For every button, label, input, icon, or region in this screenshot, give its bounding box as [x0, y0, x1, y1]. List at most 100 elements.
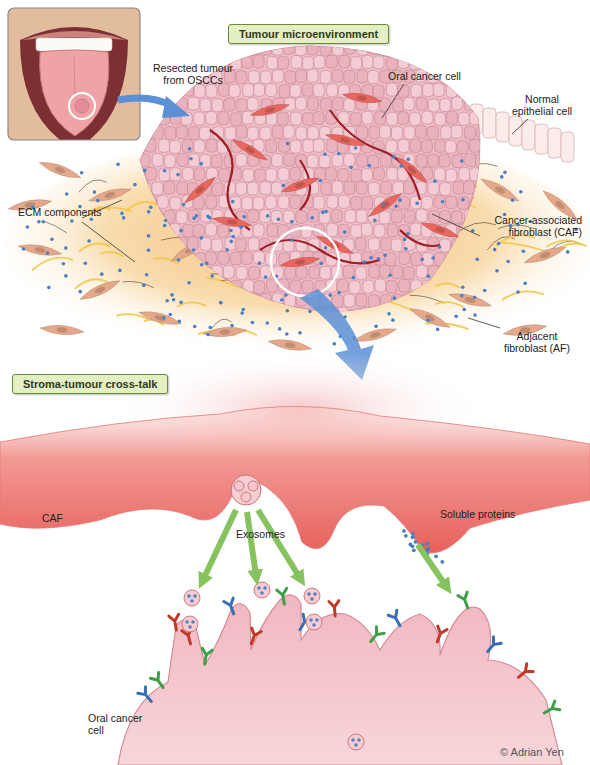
tumour-cell	[338, 169, 349, 182]
cell-nucleus	[195, 185, 206, 195]
tumour-cell	[380, 154, 391, 167]
tumour-cell	[356, 294, 367, 307]
tumour-cell	[206, 111, 217, 124]
cell-body	[325, 131, 366, 149]
soluble-factor	[367, 164, 371, 168]
tumour-cell	[482, 280, 493, 293]
tumour-cell	[195, 309, 206, 322]
soluble-factor	[319, 262, 323, 266]
tumour-cell	[357, 70, 368, 83]
cell-nucleus	[104, 191, 116, 199]
receptor	[224, 598, 239, 616]
tumour-cell	[392, 42, 403, 55]
soluble-factor	[391, 318, 395, 322]
exosome-bud	[231, 475, 261, 505]
tumour-cell	[356, 181, 367, 194]
exosome-membrane	[306, 614, 322, 630]
tumour-cell	[249, 266, 260, 279]
tumour-cell	[482, 308, 493, 321]
soluble-factor	[516, 290, 520, 294]
adjacent-fibroblast	[40, 324, 85, 337]
mouth-inset	[8, 8, 140, 150]
tumour-cell	[357, 154, 368, 167]
soluble-factor	[321, 211, 325, 215]
cell-body	[182, 174, 218, 206]
tumour-cell	[344, 70, 355, 83]
normal-epithelial-cell	[496, 112, 509, 142]
soluble-factor	[431, 256, 435, 260]
normal-epithelial-cell	[548, 128, 561, 158]
soluble-factor	[210, 274, 214, 278]
tumour-cell	[339, 195, 350, 208]
tumour-cell	[272, 154, 283, 167]
tumour-cell	[188, 154, 199, 167]
soluble-factor	[241, 308, 245, 312]
receptor	[138, 687, 155, 705]
adjacent-fibroblast	[523, 243, 567, 267]
tumour-cell	[374, 307, 385, 320]
tumour-cell	[339, 55, 350, 68]
tumour-cell	[398, 139, 409, 152]
tumour-cell	[373, 56, 384, 69]
soluble-factor	[189, 157, 193, 161]
callout-label: Resected tumour from OSCCs	[148, 62, 238, 86]
tumour-cell	[145, 112, 156, 125]
blood-vessels	[210, 110, 440, 263]
soluble-factor	[120, 212, 124, 216]
soluble-factor	[497, 242, 501, 246]
tumour-cell	[471, 57, 482, 70]
tumour-cell	[176, 126, 187, 139]
tumour-cell	[230, 252, 241, 265]
cancer-associated-fibroblast	[231, 137, 270, 164]
soluble-factor	[26, 225, 30, 229]
tumour-cell	[177, 182, 188, 195]
tumour-cell	[165, 127, 176, 140]
tumour-cell	[177, 267, 188, 280]
soluble-factor	[388, 274, 392, 278]
tumour-cell	[381, 294, 392, 307]
tumour-cell	[218, 225, 229, 238]
soluble-factor	[436, 328, 440, 332]
tumour-cell	[435, 280, 446, 293]
cell-body	[353, 325, 398, 345]
tumour-cell	[271, 211, 282, 224]
soluble-factor	[147, 248, 151, 252]
tumour-cell	[422, 280, 433, 293]
tumour-cell	[290, 84, 301, 97]
normal-epithelial-cell	[561, 132, 574, 162]
tumour-cell	[205, 307, 216, 320]
tumour-cell	[357, 42, 368, 55]
tumour-cell	[152, 210, 163, 223]
tumour-cell	[260, 71, 271, 84]
tumour-cell	[411, 253, 422, 266]
part-label: Soluble proteins	[440, 508, 540, 520]
tumour-cell	[344, 294, 355, 307]
tumour-cell	[278, 308, 289, 321]
cell-nucleus	[554, 199, 566, 210]
tumour-cell	[295, 97, 306, 110]
tumour-cell	[421, 140, 432, 153]
tumour-cell	[260, 182, 271, 195]
tumour-cell	[193, 224, 204, 237]
tumour-cell	[458, 56, 469, 69]
soluble-factor	[149, 205, 153, 209]
tumour-cell	[331, 209, 342, 222]
cell-nucleus	[434, 226, 445, 234]
soluble-factor	[62, 262, 66, 266]
ecm-fibre	[126, 202, 158, 211]
tumour-cell	[260, 127, 271, 140]
exosome-cargo	[310, 597, 314, 601]
tumour-cell	[368, 71, 379, 84]
tumour-cell	[140, 266, 151, 279]
tumour-cell	[391, 210, 402, 223]
cell-body	[394, 154, 430, 186]
soluble-factor	[495, 269, 499, 273]
tumour-cell	[440, 183, 451, 196]
tumour-cell	[224, 98, 235, 111]
receptor	[515, 664, 533, 681]
soluble-factor	[162, 316, 166, 320]
tumour-cell	[194, 140, 205, 153]
tumour-cell	[272, 126, 283, 139]
tumour-cell	[139, 209, 150, 222]
exosome-cargo	[351, 738, 355, 742]
